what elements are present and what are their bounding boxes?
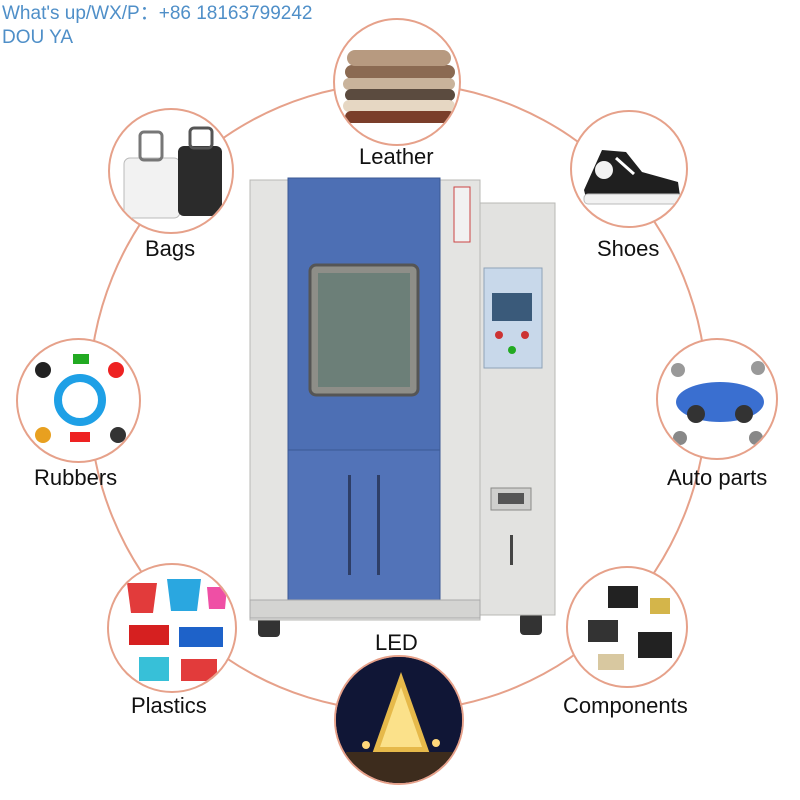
luggage-icon [108,108,234,234]
sneaker-icon [570,110,688,228]
chip-icon [566,566,688,688]
plastics-label: Plastics [131,693,207,718]
leather-label: Leather [359,144,434,169]
leather-stack-icon [333,18,461,146]
auto-parts-label: Auto parts [667,465,768,490]
contact-info: What's up/WX/P：+86 18163799242 DOU YA [2,2,312,50]
bags-label: Bags [145,236,196,261]
plastic-buckets-icon [107,563,237,693]
shoes-label: Shoes [597,236,660,261]
car-parts-icon [656,338,778,460]
light-tree-icon [334,655,464,785]
rubber-parts-icon [16,338,141,463]
contact-name-line: DOU YA [2,27,74,48]
rubbers-label: Rubbers [34,465,118,490]
led-label: LED [375,630,418,655]
contact-phone-line: What's up/WX/P：+86 18163799242 [2,3,313,24]
components-label: Components [563,693,688,718]
test-chamber-image [249,177,556,637]
